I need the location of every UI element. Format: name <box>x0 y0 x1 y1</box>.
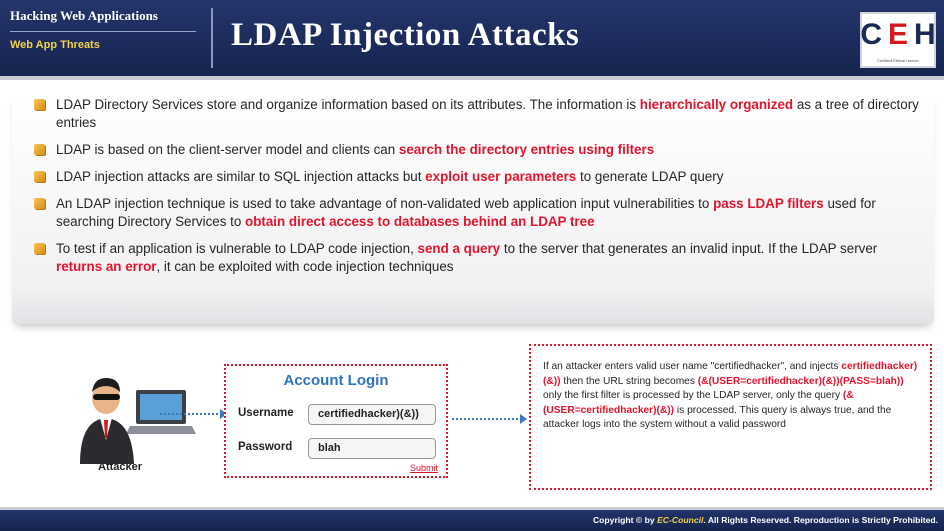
bullet-square-icon <box>34 198 45 209</box>
highlight-text: (&(USER=certifiedhacker)(&)) <box>543 390 854 416</box>
attacker-label: Attacker <box>98 461 143 473</box>
course-divider <box>10 31 196 32</box>
username-input[interactable]: certifiedhacker)(&)) <box>308 404 436 425</box>
attacker-tie <box>104 420 108 438</box>
highlight-text: send a query <box>417 241 501 256</box>
bullet-item: An LDAP injection technique is used to t… <box>34 195 924 231</box>
bullet-square-icon <box>34 171 45 182</box>
password-input[interactable]: blah <box>308 438 436 459</box>
login-title: Account Login <box>283 372 389 389</box>
arrow-head-icon <box>520 414 527 424</box>
attacker-illustration <box>80 378 196 464</box>
slide-title: LDAP Injection Attacks <box>231 17 580 53</box>
submit-link[interactable]: Submit <box>409 463 438 473</box>
attacker-hair <box>92 378 120 392</box>
course-info: Hacking Web Applications Web App Threats <box>10 8 206 70</box>
highlight-text: obtain direct access to databases behind… <box>245 214 595 229</box>
bullet-item: To test if an application is vulnerable … <box>34 240 924 276</box>
username-label: Username <box>238 407 294 419</box>
laptop-display <box>140 394 182 420</box>
copyright-text: Copyright © by EC-Council. All Rights Re… <box>592 515 938 525</box>
logo-letter-c: C <box>860 18 882 51</box>
logo-tagline: Certified Ethical Hacker <box>877 58 919 63</box>
attacker-suit <box>80 418 134 464</box>
highlight-text: pass LDAP filters <box>713 196 824 211</box>
password-label: Password <box>238 441 293 453</box>
content-panel <box>12 94 934 324</box>
ec-council-brand: EC-Council <box>657 515 704 525</box>
highlight-text: (&(USER=certifiedhacker)(&))(PASS=blah)) <box>697 375 904 387</box>
slide-footer: Copyright © by EC-Council. All Rights Re… <box>0 507 944 531</box>
arrow-to-explanation <box>452 418 522 420</box>
arrow-head-icon <box>220 409 227 419</box>
laptop-base <box>126 426 196 434</box>
logo-letter-e: E <box>888 18 909 51</box>
bullet-item: LDAP injection attacks are similar to SQ… <box>34 168 924 186</box>
account-login-form: Account Login Username certifiedhacker)(… <box>224 364 448 478</box>
bullet-list: LDAP Directory Services store and organi… <box>34 96 924 285</box>
highlight-text: certifiedhacker)(&)) <box>543 361 918 387</box>
highlight-text: returns an error <box>56 259 157 274</box>
highlight-text: search the directory entries using filte… <box>398 142 655 157</box>
header-separator <box>211 8 213 68</box>
bullet-square-icon <box>34 243 45 254</box>
highlight-text: exploit user parameters <box>425 169 577 184</box>
bullet-square-icon <box>34 99 45 110</box>
slide-header: Hacking Web Applications Web App Threats… <box>0 0 944 80</box>
logo-letter-h: H <box>914 18 936 51</box>
course-title: Hacking Web Applications <box>10 8 158 23</box>
highlight-text: hierarchically organized <box>639 97 794 112</box>
module-title: Web App Threats <box>10 39 100 51</box>
bullet-item: LDAP Directory Services store and organi… <box>34 96 924 132</box>
bullet-square-icon <box>34 144 45 155</box>
sunglasses-icon <box>93 394 120 400</box>
arrow-to-login <box>160 413 222 415</box>
explanation-box: If an attacker enters valid user name "c… <box>529 344 932 490</box>
ceh-logo: C E H Certified Ethical Hacker <box>860 12 936 68</box>
bullet-item: LDAP is based on the client-server model… <box>34 141 924 159</box>
